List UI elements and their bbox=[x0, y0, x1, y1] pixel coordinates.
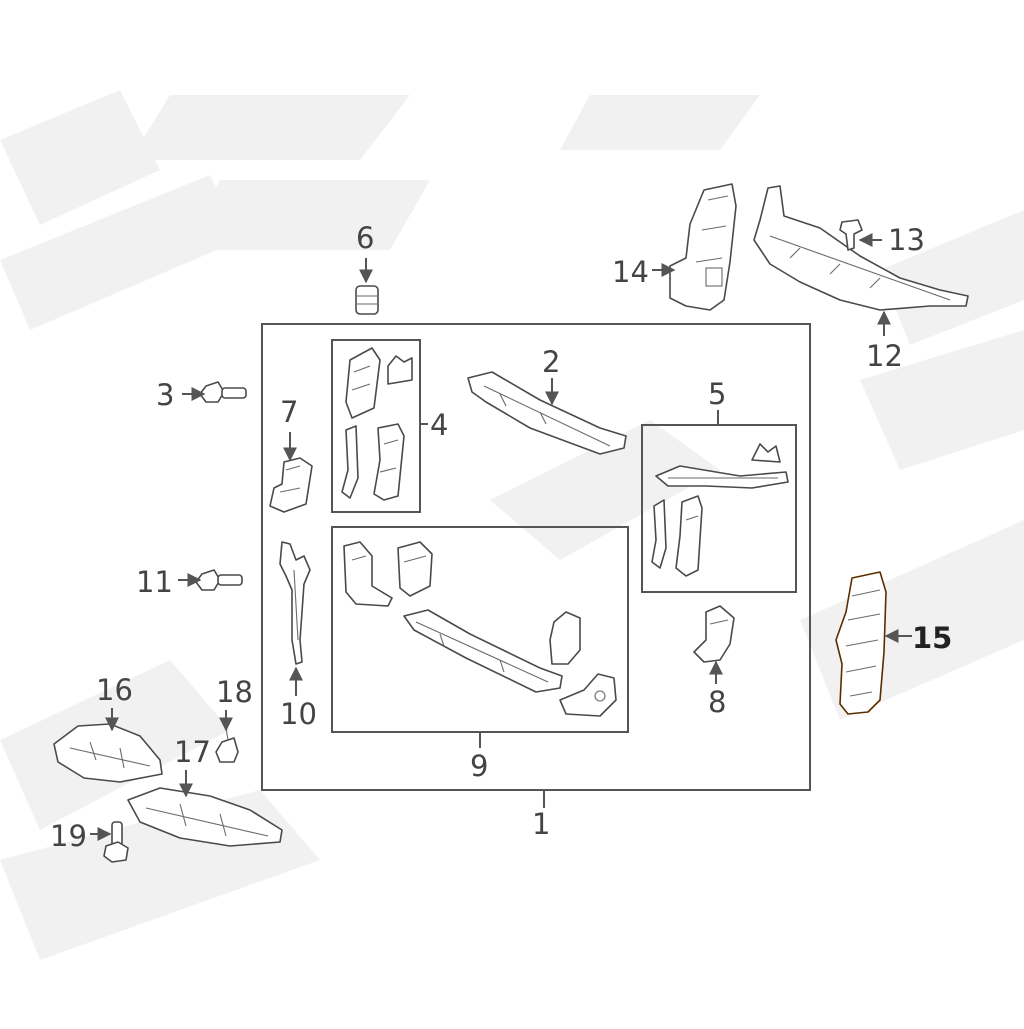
callout-12: 12 bbox=[866, 339, 903, 373]
callout-17: 17 bbox=[174, 735, 211, 769]
part-10-stay bbox=[279, 541, 311, 665]
subassembly-box-4 bbox=[331, 339, 421, 513]
callout-18: 18 bbox=[216, 675, 253, 709]
callout-2: 2 bbox=[542, 345, 560, 379]
callout-14: 14 bbox=[612, 255, 649, 289]
part-9-lower-support bbox=[343, 541, 617, 717]
callout-11: 11 bbox=[136, 565, 173, 599]
leader-lines bbox=[90, 233, 912, 841]
part-2-upper-support bbox=[467, 371, 627, 455]
part-3-bolt bbox=[199, 381, 247, 403]
callout-19: 19 bbox=[50, 819, 87, 853]
part-19-bolt bbox=[103, 821, 129, 863]
callout-7: 7 bbox=[280, 395, 298, 429]
callout-13: 13 bbox=[888, 223, 925, 257]
callout-16: 16 bbox=[96, 673, 133, 707]
part-15-air-deflector bbox=[835, 571, 887, 715]
callout-6: 6 bbox=[356, 221, 374, 255]
assembly-box-1 bbox=[261, 323, 811, 791]
callout-4: 4 bbox=[430, 408, 448, 442]
part-16-under-cover bbox=[53, 723, 163, 783]
callout-15: 15 bbox=[912, 621, 952, 655]
callout-9: 9 bbox=[470, 749, 488, 783]
callout-labels: 1 2 3 4 5 6 7 8 9 10 11 12 13 14 15 16 1… bbox=[50, 221, 952, 853]
callout-10: 10 bbox=[280, 697, 317, 731]
callout-5: 5 bbox=[708, 377, 726, 411]
callout-8: 8 bbox=[708, 685, 726, 719]
watermark bbox=[0, 90, 1024, 960]
part-8-bracket bbox=[693, 605, 735, 663]
part-12-cover bbox=[753, 185, 969, 311]
part-18-clip bbox=[215, 727, 239, 763]
part-4-brackets bbox=[341, 347, 413, 501]
part-14-seal bbox=[669, 183, 737, 311]
callout-3: 3 bbox=[156, 378, 174, 412]
part-13-clip bbox=[839, 219, 863, 251]
part-6-mount bbox=[355, 285, 379, 315]
callout-1: 1 bbox=[532, 807, 550, 841]
part-7-bracket bbox=[269, 457, 313, 513]
part-5-brackets bbox=[651, 443, 789, 577]
part-11-bolt bbox=[195, 569, 243, 591]
